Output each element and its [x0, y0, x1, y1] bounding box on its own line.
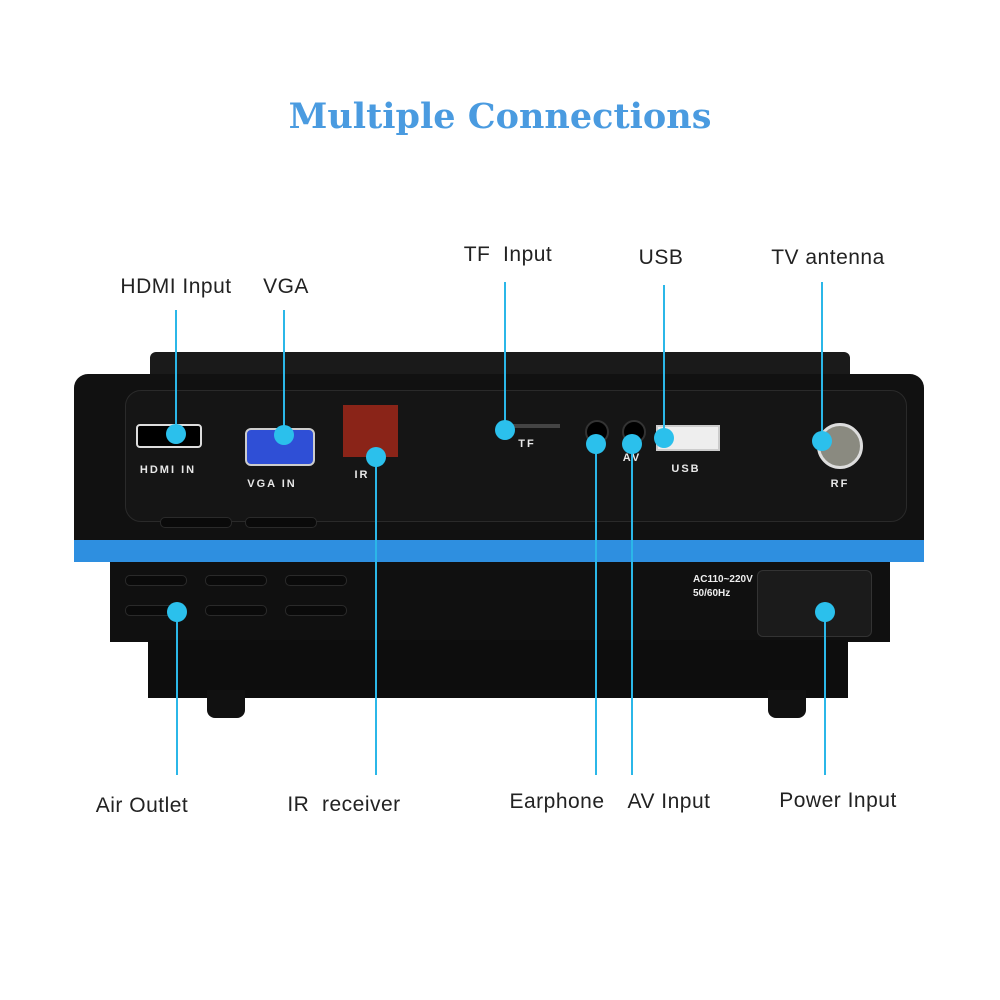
callout-line-usb: [663, 285, 665, 437]
callout-dot-vga: [274, 425, 294, 445]
vga-port-label: VGA IN: [247, 478, 297, 490]
projector-base: [148, 640, 848, 698]
callout-dot-hdmi: [166, 424, 186, 444]
vent: [160, 517, 232, 528]
tf-label: TF: [518, 438, 536, 450]
vent: [285, 575, 347, 586]
callout-dot-air: [167, 602, 187, 622]
callout-dot-power: [815, 602, 835, 622]
power-socket: [757, 570, 872, 637]
hdmi-port-label: HDMI IN: [139, 464, 197, 476]
callout-line-ir: [375, 457, 377, 775]
callout-dot-tf: [495, 420, 515, 440]
vent: [125, 575, 187, 586]
callout-dot-av: [622, 434, 642, 454]
label-ir-receiver: IR receiver: [287, 793, 401, 816]
power-spec-voltage: AC110~220V: [693, 574, 753, 585]
foot-left: [207, 690, 245, 718]
vent: [285, 605, 347, 616]
ir-label: IR: [354, 469, 370, 481]
label-power-input: Power Input: [779, 789, 897, 812]
callout-line-power: [824, 612, 826, 775]
callout-line-tv: [821, 282, 823, 440]
foot-right: [768, 690, 806, 718]
label-hdmi-input: HDMI Input: [120, 275, 232, 298]
power-spec-frequency: 50/60Hz: [693, 588, 731, 599]
tf-slot: [505, 424, 560, 428]
power-spec: AC110~220V 50/60Hz: [693, 573, 753, 601]
label-tf-input: TF Input: [463, 243, 553, 266]
vent: [205, 575, 267, 586]
label-vga: VGA: [263, 275, 309, 298]
page-title: Multiple Connections: [288, 96, 712, 137]
callout-dot-ir: [366, 447, 386, 467]
rf-label: RF: [830, 478, 850, 490]
label-tv-antenna: TV antenna: [771, 246, 885, 269]
usb-label: USB: [671, 463, 701, 475]
callout-line-air: [176, 612, 178, 775]
label-av-input: AV Input: [627, 790, 711, 813]
callout-line-tf: [504, 282, 506, 430]
callout-dot-tv: [812, 431, 832, 451]
vent: [245, 517, 317, 528]
label-air-outlet: Air Outlet: [95, 794, 189, 817]
callout-line-av: [631, 440, 633, 775]
callout-dot-usb: [654, 428, 674, 448]
label-usb: USB: [638, 246, 684, 269]
callout-line-vga: [283, 310, 285, 435]
callout-line-hdmi: [175, 310, 177, 434]
port-panel: [125, 390, 907, 522]
callout-dot-earphone: [586, 434, 606, 454]
label-earphone: Earphone: [509, 790, 605, 813]
vent: [205, 605, 267, 616]
av-jack-label: AV: [623, 452, 641, 464]
blue-band: [74, 540, 924, 562]
callout-line-earphone: [595, 440, 597, 775]
